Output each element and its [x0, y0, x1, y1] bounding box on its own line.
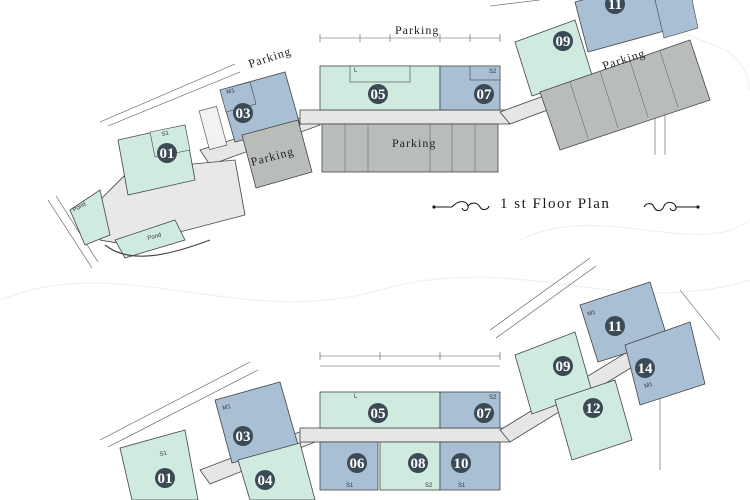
unit-number: 12 — [586, 401, 601, 417]
unit-marker — [553, 356, 573, 376]
pond — [69, 189, 111, 246]
dimension-lines — [47, 0, 666, 269]
unit-number: 03 — [236, 429, 251, 445]
unit-marker — [474, 403, 494, 423]
room-tag: S1 — [159, 450, 168, 458]
pond — [114, 219, 186, 259]
room-tag: S1 — [161, 130, 170, 138]
bottom-floor-plan: 01 03 04 05 06 07 08 09 10 11 12 14 M1 S… — [99, 257, 721, 500]
unit-number: 04 — [258, 473, 274, 489]
unit-number: 09 — [556, 359, 571, 375]
unit-marker — [451, 453, 471, 473]
unit-marker — [553, 31, 573, 51]
unit-number: 03 — [236, 106, 251, 122]
room-tag: M1 — [587, 309, 597, 317]
corridor — [299, 427, 511, 443]
room-tag: L — [354, 394, 358, 400]
unit-number: 01 — [160, 146, 175, 162]
parking-label: Parking — [392, 136, 436, 150]
top-floor-plan: 01 03 05 07 09 11 M1 S1 S2 L Parking Par… — [47, 0, 711, 269]
unit-marker — [408, 453, 428, 473]
unit-marker — [368, 403, 388, 423]
unit-marker — [233, 426, 253, 446]
room — [469, 65, 501, 81]
unit-marker — [157, 143, 177, 163]
title-ornament — [432, 201, 700, 212]
unit-number: 08 — [411, 456, 426, 472]
dimension-lines — [99, 257, 721, 470]
unit-14-block — [624, 321, 706, 406]
unit-number: 05 — [371, 87, 386, 103]
room-tag: S1 — [458, 483, 466, 489]
stair — [198, 105, 228, 151]
unit-marker — [368, 84, 388, 104]
room-tag: S1 — [346, 483, 354, 489]
unit-marker — [474, 84, 494, 104]
room-tag: S2 — [489, 69, 497, 75]
unit-number: 09 — [556, 34, 571, 50]
unit-number: 07 — [477, 406, 493, 422]
unit-marker — [583, 398, 603, 418]
unit-number: 06 — [350, 456, 366, 472]
unit-number: 05 — [371, 406, 386, 422]
unit-marker — [347, 453, 367, 473]
unit-number: 07 — [477, 87, 493, 103]
unit-number: 10 — [454, 456, 469, 472]
unit-marker — [233, 103, 253, 123]
unit-number: 01 — [158, 471, 173, 487]
room-tag: M1 — [222, 404, 232, 412]
unit-marker — [155, 468, 175, 488]
room — [349, 65, 411, 83]
parking-label: Parking — [247, 44, 293, 71]
curved-wall — [104, 239, 211, 257]
corridor — [299, 109, 511, 125]
parking-right — [539, 39, 711, 151]
unit-12-block — [554, 379, 633, 461]
unit-number: 14 — [638, 361, 654, 377]
parking-label: Parking — [395, 23, 439, 37]
unit-marker — [255, 470, 275, 490]
unit-marker — [605, 0, 625, 14]
plan-title: 1 st Floor Plan — [432, 196, 702, 217]
room — [654, 0, 699, 39]
unit-marker — [605, 316, 625, 336]
unit-number: 11 — [608, 319, 622, 335]
unit-marker — [635, 358, 655, 378]
unit-number: 11 — [608, 0, 622, 13]
room-tag: L — [354, 68, 358, 74]
room-tag: M1 — [226, 88, 236, 96]
unit-08-block — [379, 441, 441, 491]
pond-label: Pond — [147, 233, 162, 242]
room-tag: S2 — [489, 395, 497, 401]
plan-title-text: 1 st Floor Plan — [500, 196, 611, 212]
unit-01-block — [119, 429, 199, 500]
parking-center — [321, 123, 499, 173]
room-tag: S2 — [425, 483, 433, 489]
parking-left — [241, 119, 313, 189]
room-tag: M1 — [644, 381, 654, 389]
